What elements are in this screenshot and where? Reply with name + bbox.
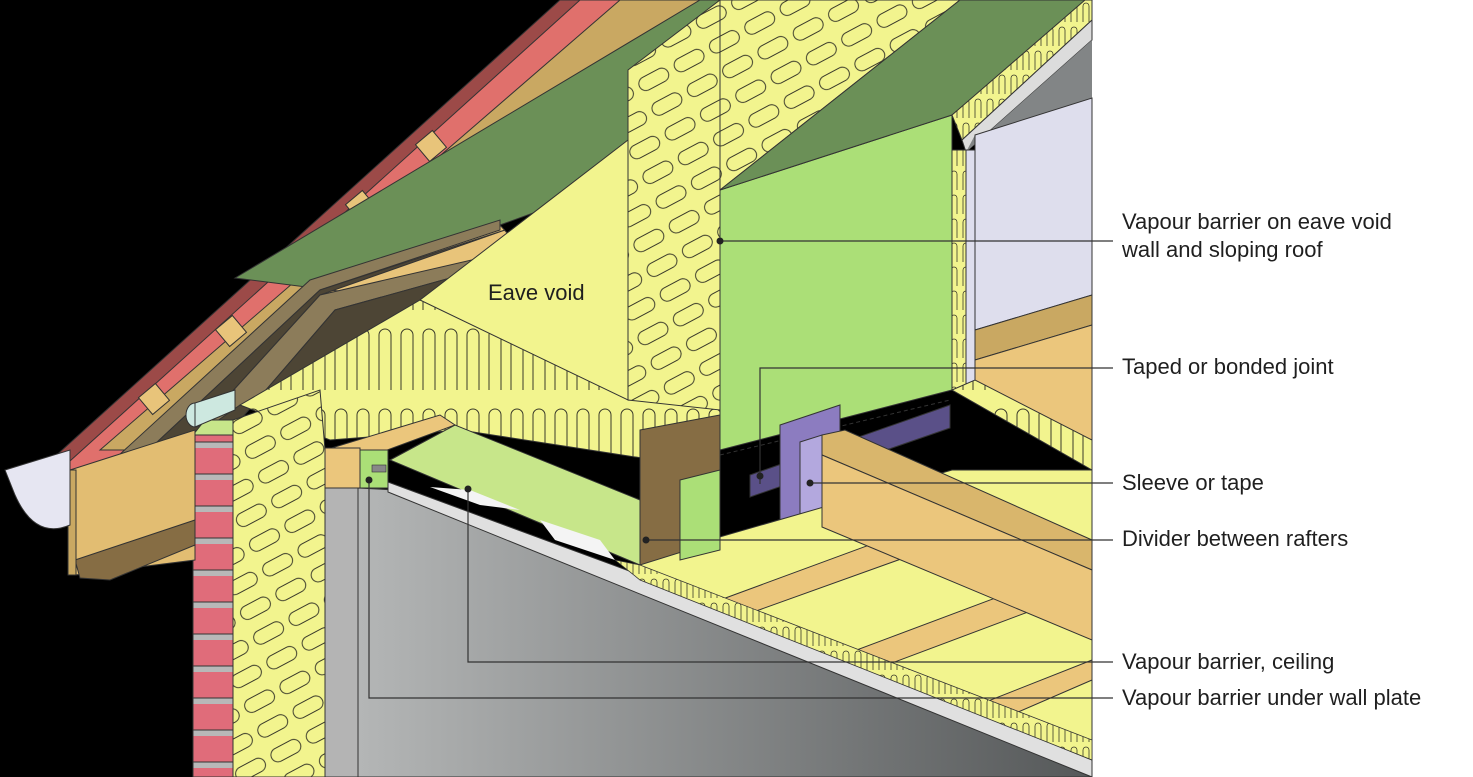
callout-sleeve-tape: Sleeve or tape bbox=[1122, 470, 1264, 495]
callout-vb-eave-wall-line2: wall and sloping roof bbox=[1122, 237, 1323, 262]
callout-vb-eave-wall: Vapour barrier on eave void wall and slo… bbox=[1122, 208, 1392, 264]
room-ceiling-grey bbox=[966, 40, 1092, 152]
stud-wall-board bbox=[965, 149, 976, 391]
leader-taped-joint bbox=[759, 367, 1113, 484]
background-white bbox=[1092, 0, 1473, 777]
stud-wall-insulation bbox=[951, 149, 967, 391]
joist-insulation-right bbox=[950, 379, 1093, 471]
leader-vb-wall-plate bbox=[368, 480, 1113, 699]
insulation-column bbox=[627, 0, 721, 411]
gutter bbox=[4, 449, 71, 530]
callout-vb-ceiling: Vapour barrier, ceiling bbox=[1122, 649, 1335, 674]
wall-lining bbox=[324, 487, 359, 777]
ceiling-gap-2 bbox=[540, 520, 615, 560]
fixing bbox=[371, 464, 387, 473]
slope-insulation-edge bbox=[614, 559, 1093, 761]
underlay-upper bbox=[719, 0, 1093, 191]
ceiling-gap-1 bbox=[430, 487, 520, 510]
ceiling-board-edge bbox=[387, 481, 1093, 777]
wall-plate bbox=[324, 447, 361, 489]
label-eave-void: Eave void bbox=[488, 280, 585, 305]
divider-vb-wrap bbox=[679, 469, 721, 561]
callout-divider: Divider between rafters bbox=[1122, 526, 1349, 551]
wall-insulation bbox=[232, 389, 326, 777]
leader-vb-ceiling bbox=[467, 489, 1113, 663]
beam-side bbox=[821, 454, 1093, 641]
brick-wall bbox=[192, 434, 234, 777]
eave-void-space bbox=[419, 138, 629, 401]
callout-taped-joint: Taped or bonded joint bbox=[1122, 354, 1334, 379]
leader-dots bbox=[365, 237, 814, 544]
dashed-joint-line bbox=[719, 399, 951, 456]
vent-pipe-body bbox=[194, 389, 236, 428]
callout-vb-eave-wall-line1: Vapour barrier on eave void bbox=[1122, 209, 1392, 234]
room-wall bbox=[974, 97, 1093, 331]
soffit bbox=[74, 519, 196, 581]
beam-top bbox=[821, 429, 1093, 571]
leader-lines bbox=[368, 240, 1113, 699]
ridge-insulation bbox=[951, 0, 1093, 141]
callout-vb-wall-plate: Vapour barrier under wall plate bbox=[1122, 685, 1422, 710]
